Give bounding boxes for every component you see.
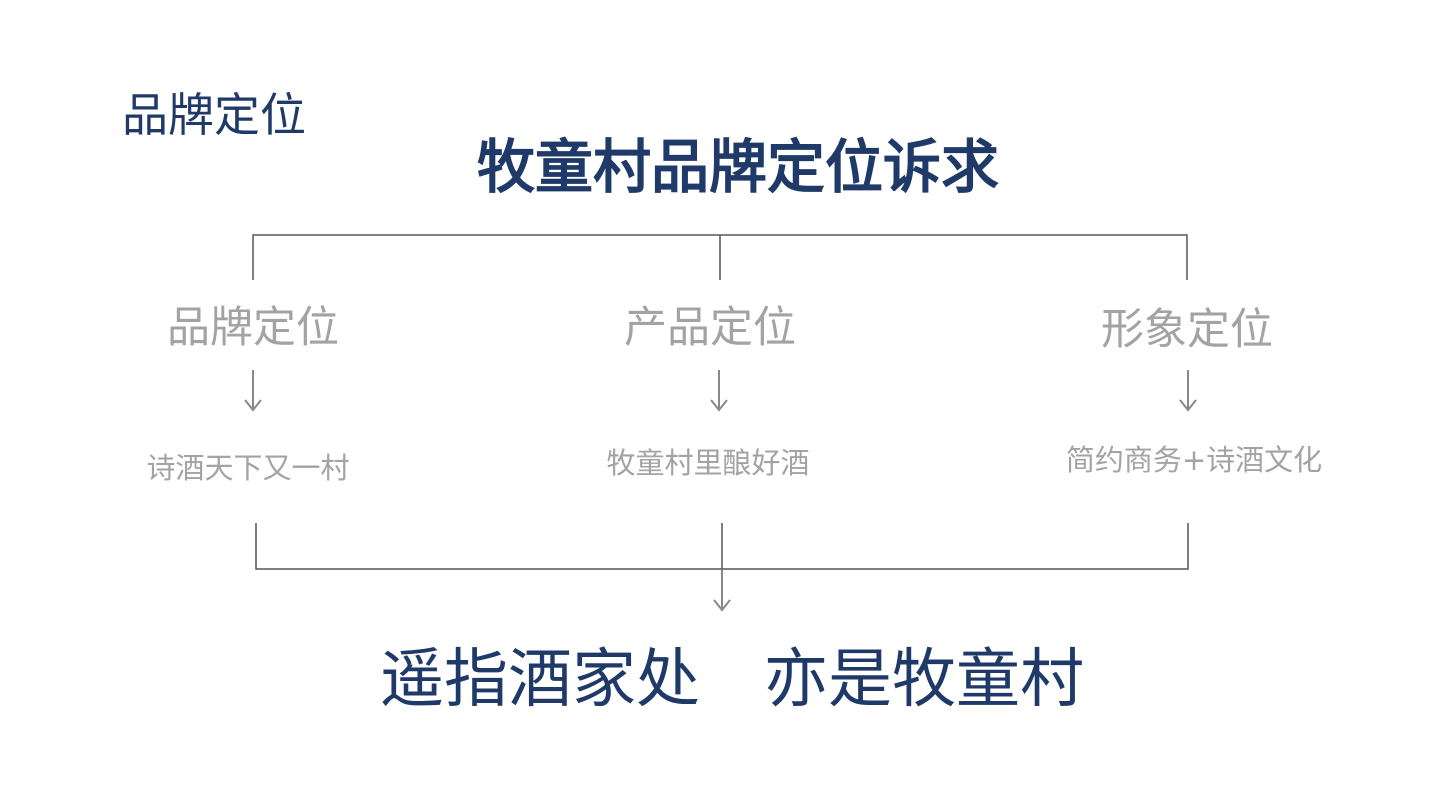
branch-title-product: 产品定位 xyxy=(624,303,796,353)
section-label: 品牌定位 xyxy=(122,88,306,142)
branch-arrows xyxy=(244,370,1197,412)
arrow-down-icon xyxy=(710,370,728,412)
arrow-down-icon xyxy=(713,569,731,612)
branch-title-brand: 品牌定位 xyxy=(167,303,339,353)
branch-title-image: 形象定位 xyxy=(1101,305,1273,355)
bottom-bracket xyxy=(255,523,1189,570)
page-title: 牧童村品牌定位诉求 xyxy=(476,133,999,201)
arrow-down-icon xyxy=(244,370,262,412)
top-bracket xyxy=(252,234,1188,280)
conclusion-slogan: 遥指酒家处 亦是牧童村 xyxy=(380,643,1084,717)
branch-desc-brand: 诗酒天下又一村 xyxy=(146,451,350,485)
branch-desc-image: 简约商务+诗酒文化 xyxy=(1065,443,1323,477)
branch-desc-product: 牧童村里酿好酒 xyxy=(606,446,810,480)
arrow-down-icon xyxy=(1179,370,1197,412)
